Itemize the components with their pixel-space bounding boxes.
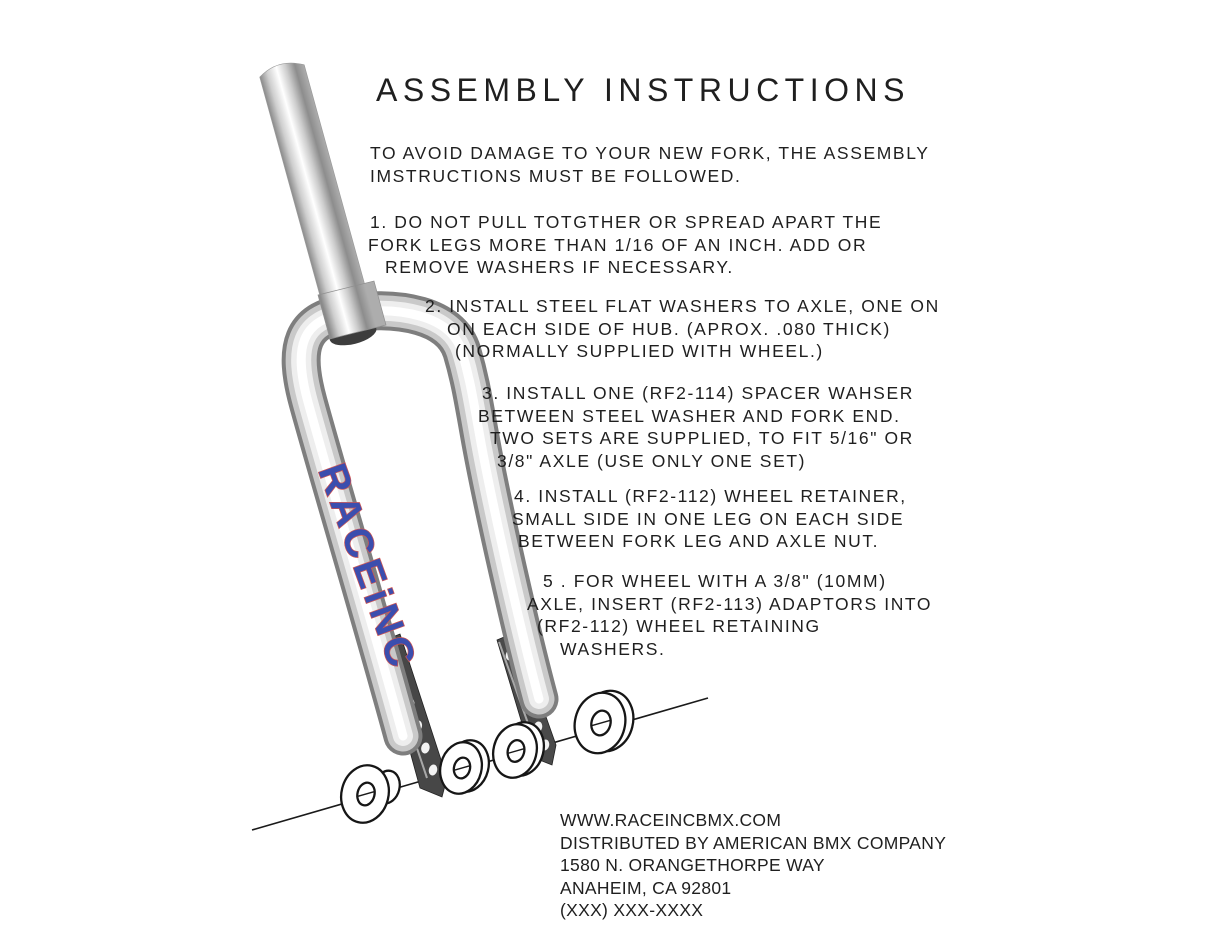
step-line: (NORMALLY SUPPLIED WITH WHEEL.) (455, 341, 824, 361)
step-line: BETWEEN STEEL WASHER AND FORK END. (478, 405, 901, 426)
step-line: ON EACH SIDE OF HUB. (APROX. .080 THICK) (447, 318, 891, 339)
step-line: TWO SETS ARE SUPPLIED, TO FIT 5/16" OR (490, 428, 914, 448)
phone-number: (XXX) XXX-XXXX (560, 900, 704, 920)
step-1: 1. DO NOT PULL TOTGTHER OR SPREAD APART … (368, 211, 883, 279)
address-street: 1580 N. ORANGETHORPE WAY (560, 855, 825, 875)
step-line: (RF2-112) WHEEL RETAINING (537, 616, 821, 636)
page-title: ASSEMBLY INSTRUCTIONS (376, 72, 910, 108)
distributor-info: WWW.RACEINCBMX.COM DISTRIBUTED BY AMERIC… (560, 809, 946, 922)
step-line: REMOVE WASHERS IF NECESSARY. (385, 257, 734, 277)
intro-paragraph: TO AVOID DAMAGE TO YOUR NEW FORK, THE AS… (370, 142, 930, 187)
washer-1 (339, 764, 401, 824)
step-line: BETWEEN FORK LEG AND AXLE NUT. (518, 531, 880, 551)
intro-line: TO AVOID DAMAGE TO YOUR NEW FORK, THE AS… (370, 143, 930, 163)
step-line: AXLE, INSERT (RF2-113) ADAPTORS INTO (527, 593, 933, 614)
step-line: 5 . FOR WHEEL WITH A 3/8" (10MM) (543, 571, 887, 591)
step-line: 2. INSTALL STEEL FLAT WASHERS TO AXLE, O… (425, 296, 940, 316)
step-line: SMALL SIDE IN ONE LEG ON EACH SIDE (512, 508, 905, 529)
step-5: 5 . FOR WHEEL WITH A 3/8" (10MM) AXLE, I… (527, 570, 932, 660)
step-line: WASHERS. (560, 638, 666, 659)
fork-crown (317, 280, 387, 340)
washer-4 (573, 689, 635, 755)
axle-line-through-holes (356, 719, 611, 798)
step-line: 4. INSTALL (RF2-112) WHEEL RETAINER, (514, 486, 907, 506)
address-city: ANAHEIM, CA 92801 (560, 877, 732, 898)
step-line: 3/8" AXLE (USE ONLY ONE SET) (497, 450, 807, 471)
step-line: 1. DO NOT PULL TOTGTHER OR SPREAD APART … (370, 212, 883, 232)
website-url: WWW.RACEINCBMX.COM (560, 810, 782, 830)
step-3: 3. INSTALL ONE (RF2-114) SPACER WAHSER B… (478, 382, 914, 472)
fork-legs (281, 291, 559, 756)
step-4: 4. INSTALL (RF2-112) WHEEL RETAINER, SMA… (512, 485, 907, 553)
distributor-line: DISTRIBUTED BY AMERICAN BMX COMPANY (560, 832, 947, 853)
step-line: 3. INSTALL ONE (RF2-114) SPACER WAHSER (482, 383, 914, 403)
intro-line: IMSTRUCTIONS MUST BE FOLLOWED. (370, 165, 742, 186)
steerer-tube (259, 62, 370, 314)
step-2: 2. INSTALL STEEL FLAT WASHERS TO AXLE, O… (425, 295, 940, 363)
step-line: FORK LEGS MORE THAN 1/16 OF AN INCH. ADD… (368, 234, 868, 255)
